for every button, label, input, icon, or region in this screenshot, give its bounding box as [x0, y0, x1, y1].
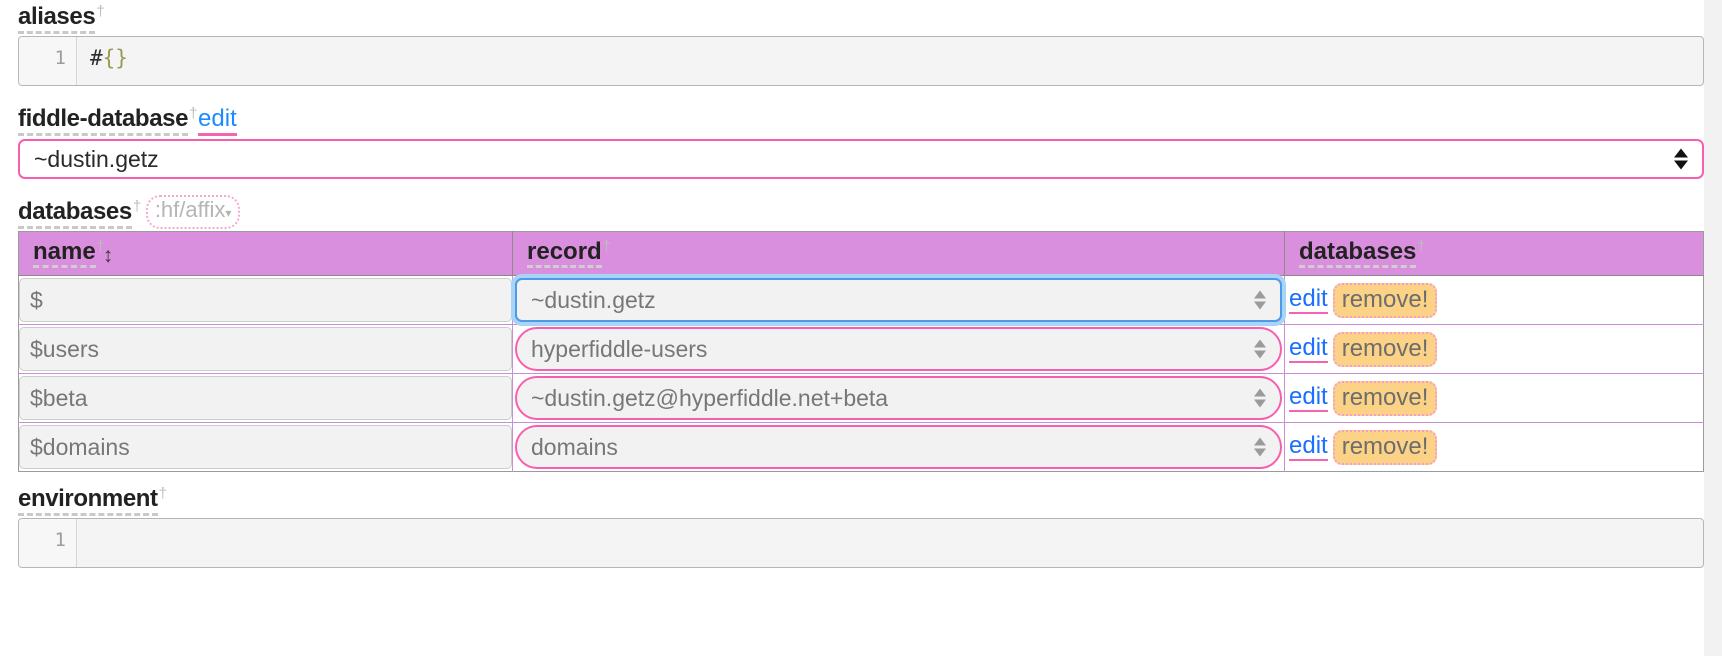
column-header-databases-text: databases	[1299, 238, 1417, 265]
column-header-databases-label: databases †	[1299, 238, 1425, 268]
cell-record: hyperfiddle-users	[512, 324, 1285, 374]
record-select[interactable]: hyperfiddle-users	[515, 327, 1282, 371]
column-header-name[interactable]: name † ↕	[18, 231, 513, 276]
cell-record: ~dustin.getz	[512, 275, 1285, 325]
databases-table-body: ~dustin.getz edit remove!	[18, 275, 1704, 472]
column-header-record-text: record	[527, 238, 602, 265]
databases-label-row: databases † :hf/affix▾	[18, 195, 1704, 229]
dagger-icon: †	[602, 238, 611, 255]
record-select[interactable]: ~dustin.getz@hyperfiddle.net+beta	[515, 376, 1282, 420]
cell-name	[18, 275, 513, 325]
dagger-icon: †	[1417, 238, 1426, 255]
row-remove-button[interactable]: remove!	[1332, 380, 1438, 416]
aliases-code-editor[interactable]: 1 #{}	[18, 36, 1704, 86]
row-edit-link[interactable]: edit	[1289, 285, 1328, 314]
record-select[interactable]: ~dustin.getz	[515, 278, 1282, 322]
column-header-record[interactable]: record †	[512, 231, 1285, 276]
databases-table-head: name † ↕ record †	[18, 231, 1704, 276]
environment-label: environment †	[18, 485, 167, 516]
name-input[interactable]	[19, 425, 512, 469]
record-select[interactable]: domains	[515, 425, 1282, 469]
cell-record: domains	[512, 422, 1285, 472]
column-header-name-text: name	[33, 238, 96, 265]
fiddle-database-label-text: fiddle-database	[18, 105, 189, 132]
column-header-name-label: name †	[33, 238, 105, 268]
cell-actions: edit remove!	[1284, 324, 1704, 374]
hf-affix-dropdown[interactable]: :hf/affix▾	[145, 195, 241, 229]
row-edit-link[interactable]: edit	[1289, 432, 1328, 461]
sort-toggle-icon[interactable]: ↕	[102, 244, 114, 267]
fiddle-database-label: fiddle-database †	[18, 105, 197, 136]
cell-name	[18, 324, 513, 374]
aliases-code-hash: #	[90, 46, 103, 70]
dagger-icon: †	[158, 485, 167, 502]
dagger-icon: †	[96, 238, 105, 255]
cell-actions: edit remove!	[1284, 373, 1704, 423]
environment-code-line[interactable]	[77, 519, 1703, 567]
fiddle-database-select[interactable]: ~dustin.getz	[18, 139, 1704, 179]
table-row: ~dustin.getz@hyperfiddle.net+beta edit r…	[18, 373, 1704, 423]
cell-name	[18, 373, 513, 423]
databases-label-text: databases	[18, 198, 132, 225]
aliases-label-text: aliases	[18, 3, 96, 30]
fiddle-database-label-row: fiddle-database † edit	[18, 102, 1704, 136]
aliases-label: aliases †	[18, 3, 105, 34]
name-input[interactable]	[19, 327, 512, 371]
databases-label: databases †	[18, 198, 141, 229]
cell-actions: edit remove!	[1284, 422, 1704, 472]
aliases-label-row: aliases †	[18, 0, 1704, 34]
chevron-down-icon: ▾	[225, 206, 232, 220]
dagger-icon: †	[132, 198, 141, 215]
row-edit-link[interactable]: edit	[1289, 383, 1328, 412]
column-header-databases[interactable]: databases †	[1284, 231, 1704, 276]
environment-label-row: environment †	[18, 482, 1704, 516]
table-row: ~dustin.getz edit remove!	[18, 275, 1704, 325]
cell-record: ~dustin.getz@hyperfiddle.net+beta	[512, 373, 1285, 423]
table-header-row: name † ↕ record †	[18, 231, 1704, 276]
aliases-line-number: 1	[19, 37, 77, 85]
dagger-icon: †	[96, 3, 105, 20]
row-remove-button[interactable]: remove!	[1332, 429, 1438, 465]
table-row: hyperfiddle-users edit remove!	[18, 324, 1704, 374]
table-row: domains edit remove!	[18, 422, 1704, 472]
row-remove-button[interactable]: remove!	[1332, 282, 1438, 318]
name-input[interactable]	[19, 278, 512, 322]
environment-line-number: 1	[19, 519, 77, 567]
name-input[interactable]	[19, 376, 512, 420]
aliases-code-line[interactable]: #{}	[77, 37, 1703, 85]
aliases-code-braces: {}	[102, 46, 128, 70]
fiddle-database-edit-link[interactable]: edit	[198, 106, 237, 136]
databases-table: name † ↕ record †	[18, 231, 1704, 472]
fiddle-database-select-wrap: ~dustin.getz	[18, 139, 1704, 179]
row-edit-link[interactable]: edit	[1289, 334, 1328, 363]
environment-label-text: environment	[18, 485, 158, 512]
cell-name	[18, 422, 513, 472]
hf-affix-label: :hf/affix	[154, 197, 226, 222]
page-right-gutter	[1704, 0, 1722, 656]
dagger-icon: †	[189, 105, 198, 122]
column-header-record-label: record †	[527, 238, 611, 268]
row-remove-button[interactable]: remove!	[1332, 331, 1438, 367]
environment-code-editor[interactable]: 1	[18, 518, 1704, 568]
cell-actions: edit remove!	[1284, 275, 1704, 325]
